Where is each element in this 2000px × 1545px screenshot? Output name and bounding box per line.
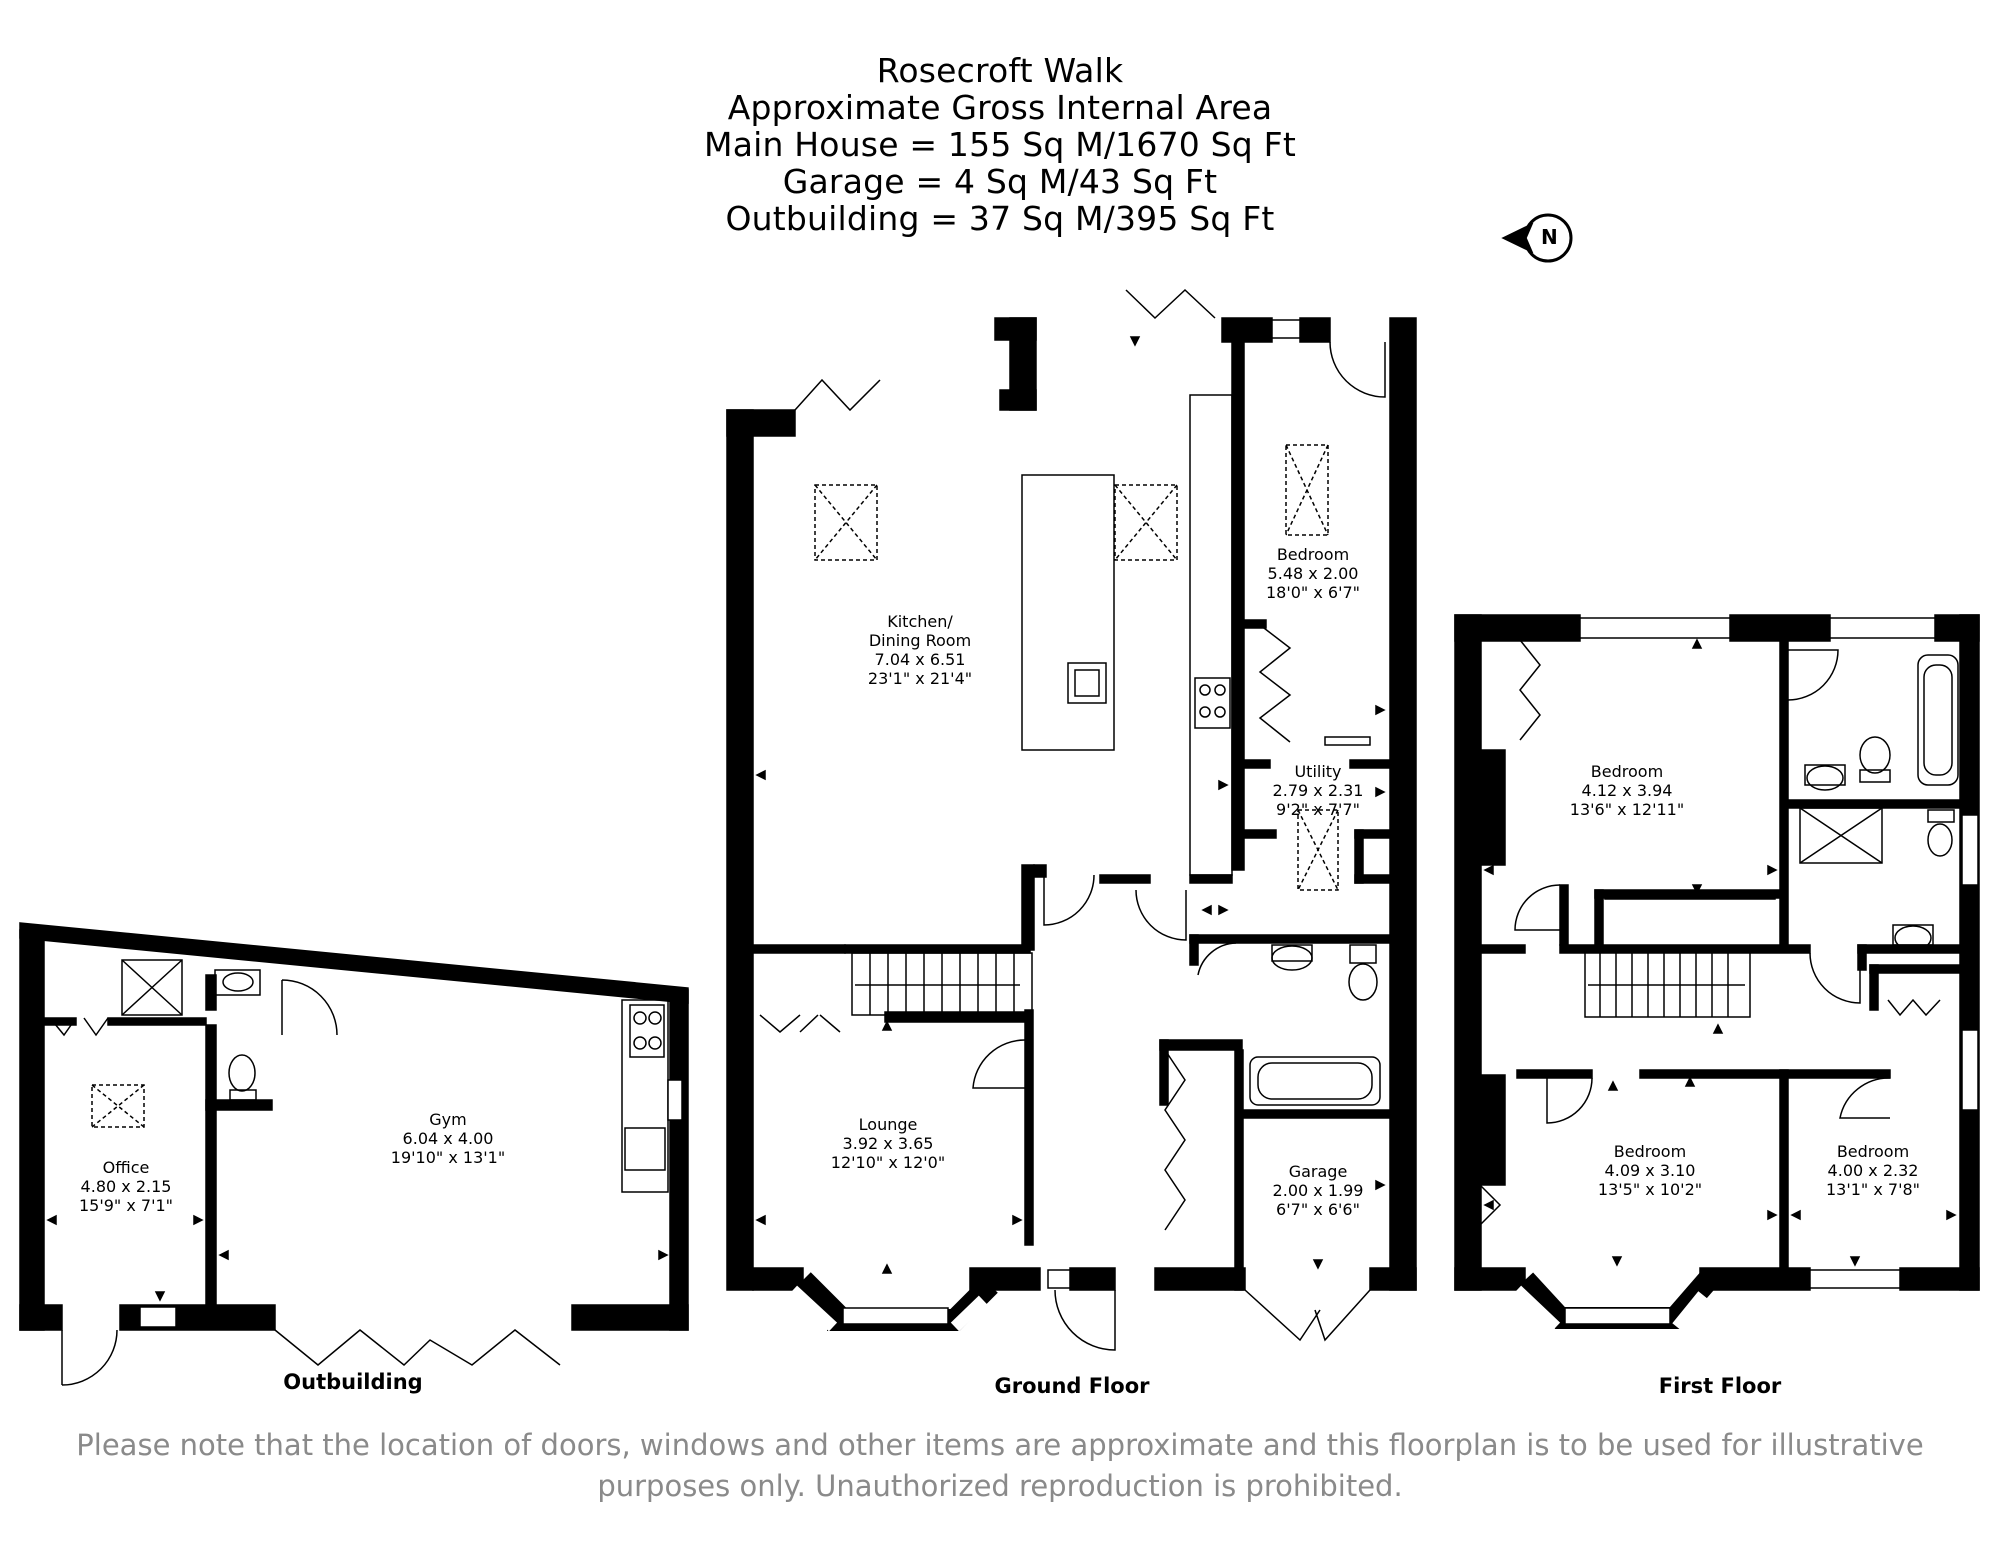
room-gf-bedroom: Bedroom 5.48 x 2.00 18'0" x 6'7" xyxy=(1265,545,1361,602)
garage-area: Garage = 4 Sq M/43 Sq Ft xyxy=(782,162,1218,201)
gf-right-wall xyxy=(1389,317,1417,1291)
bifold-door xyxy=(274,1329,561,1366)
floor-label-first: First Floor xyxy=(1658,1374,1782,1398)
room-ff-bedroom-3: Bedroom 4.00 x 2.32 13'1" x 7'8" xyxy=(1825,1142,1921,1199)
room-utility: Utility 2.79 x 2.31 9'2" x 7'7" xyxy=(1272,762,1364,819)
compass xyxy=(1501,213,1573,263)
disclaimer-line-1: Please note that the location of doors, … xyxy=(76,1428,1924,1462)
staircase xyxy=(1584,951,1751,1018)
main-house-area: Main House = 155 Sq M/1670 Sq Ft xyxy=(704,125,1296,164)
ground-floor-plan xyxy=(726,288,1417,1351)
toilet-fixture xyxy=(228,1054,256,1092)
outbuilding-partition-wall xyxy=(205,1024,217,1306)
room-lounge: Lounge 3.92 x 3.65 12'10" x 12'0" xyxy=(830,1115,946,1172)
ff-right-wall xyxy=(1959,614,1980,1291)
kitchen-island xyxy=(1021,474,1115,751)
bath-fixture xyxy=(1249,1056,1381,1106)
floor-label-outbuilding: Outbuilding xyxy=(283,1370,423,1394)
room-kitchen-dining: Kitchen/ Dining Room 7.04 x 6.51 23'1" x… xyxy=(867,612,973,688)
first-floor-plan xyxy=(1454,614,1980,1332)
shower-fixture xyxy=(121,959,183,1016)
shower-fixture xyxy=(1799,807,1883,864)
compass-letter: N xyxy=(1541,225,1558,249)
room-ff-bedroom-1: Bedroom 4.12 x 3.94 13'6" x 12'11" xyxy=(1569,762,1685,819)
bath-fixture xyxy=(1917,654,1959,786)
outbuilding-right-wall xyxy=(669,989,689,1331)
property-title: Rosecroft Walk xyxy=(876,51,1124,90)
ff-left-wall xyxy=(1454,614,1482,1291)
outbuilding-top-wall xyxy=(19,922,689,1004)
disclaimer-line-2: purposes only. Unauthorized reproduction… xyxy=(597,1469,1403,1503)
floor-label-ground: Ground Floor xyxy=(994,1374,1150,1398)
disclaimer: Please note that the location of doors, … xyxy=(60,1425,1940,1507)
staircase xyxy=(851,952,1033,1016)
skylight xyxy=(91,1084,145,1128)
plan-header: Rosecroft Walk Approximate Gross Interna… xyxy=(600,52,1400,237)
window xyxy=(139,1306,177,1328)
room-garage: Garage 2.00 x 1.99 6'7" x 6'6" xyxy=(1272,1162,1364,1219)
gf-left-wall xyxy=(726,409,754,1291)
room-gym: Gym 6.04 x 4.00 19'10" x 13'1" xyxy=(390,1110,506,1167)
outbuilding-plan xyxy=(19,922,689,1386)
outbuilding-left-wall xyxy=(19,929,45,1331)
area-subtitle: Approximate Gross Internal Area xyxy=(727,88,1273,127)
room-office: Office 4.80 x 2.15 15'9" x 7'1" xyxy=(78,1158,174,1215)
basin-fixture xyxy=(214,969,261,996)
outbuilding-area: Outbuilding = 37 Sq M/395 Sq Ft xyxy=(725,199,1275,238)
room-ff-bedroom-2: Bedroom 4.09 x 3.10 13'5" x 10'2" xyxy=(1597,1142,1703,1199)
